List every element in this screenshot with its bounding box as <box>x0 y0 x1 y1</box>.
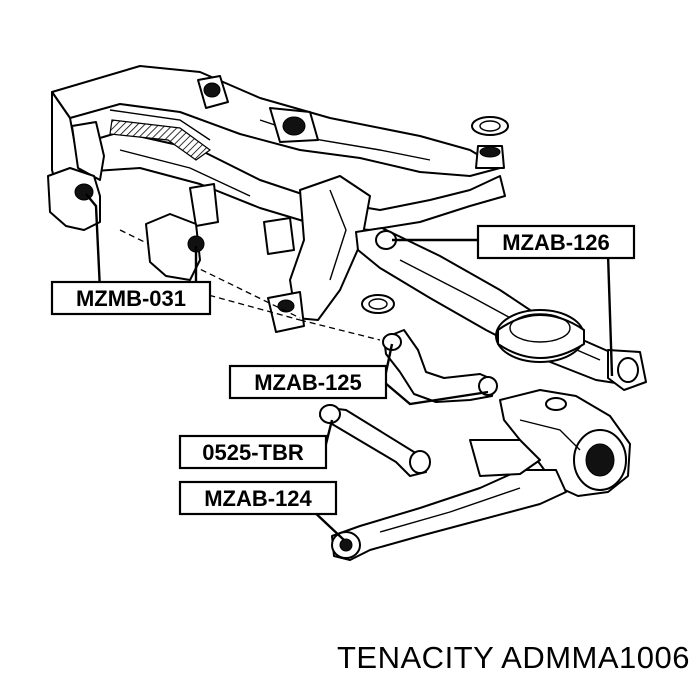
label-mzab-124-text: MZAB-124 <box>204 486 312 511</box>
arm-mzab-125 <box>361 294 498 403</box>
label-mzmb-031-text: MZMB-031 <box>76 286 186 311</box>
link-0525-tbr <box>319 404 431 477</box>
arm-mzab-124 <box>331 439 567 561</box>
label-0525-tbr-text: 0525-TBR <box>202 440 304 465</box>
label-mzab-124: MZAB-124 <box>178 480 338 516</box>
arm-mzab-126 <box>355 227 647 391</box>
label-mzab-126: MZAB-126 <box>476 224 636 260</box>
knuckle-hub <box>499 389 631 497</box>
label-mzmb-031: MZMB-031 <box>50 280 212 316</box>
label-mzab-125: MZAB-125 <box>228 364 388 400</box>
brand-name: TENACITY <box>337 640 494 675</box>
label-0525-tbr: 0525-TBR <box>178 434 328 470</box>
mzmb-031-bushings <box>47 167 205 281</box>
part-number: ADMMA1006 <box>501 640 690 675</box>
leader-lines <box>85 193 614 541</box>
label-mzab-125-text: MZAB-125 <box>254 370 362 395</box>
footer-caption: TENACITY ADMMA1006 <box>0 640 690 676</box>
subframe <box>51 65 509 341</box>
label-mzab-126-text: MZAB-126 <box>502 230 610 255</box>
